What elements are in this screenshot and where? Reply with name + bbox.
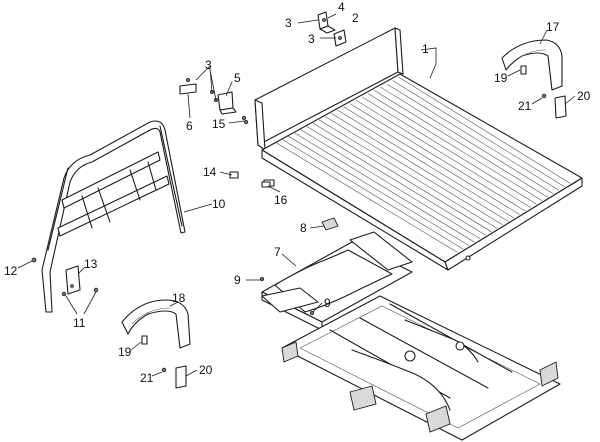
bed-rib (368, 93, 543, 201)
callout-21: 21 (518, 99, 532, 113)
callout-20: 20 (577, 89, 591, 103)
bed-rib (355, 99, 532, 208)
callout-1: 1 (422, 42, 429, 56)
callout-3: 3 (308, 32, 315, 46)
leader-lines (17, 13, 576, 377)
callout-8: 8 (300, 221, 307, 235)
fender-right-hardware (520, 65, 567, 119)
bed-rib (380, 86, 554, 195)
callout-3: 3 (205, 58, 212, 72)
callout-20: 20 (199, 363, 213, 377)
callout-5: 5 (234, 71, 241, 85)
bed-rib (282, 139, 464, 250)
fender-left-hardware (141, 335, 187, 389)
callout-10: 10 (212, 197, 226, 211)
callout-12: 12 (4, 264, 18, 278)
bed-rib (374, 90, 548, 198)
bed-rib (343, 106, 520, 215)
bed-rib (300, 129, 481, 239)
callout-9: 9 (234, 273, 241, 287)
callout-11: 11 (73, 316, 86, 330)
bed-hardware (229, 120, 271, 188)
bed-rib (288, 135, 470, 246)
headache-rack (41, 120, 186, 313)
bed-rib (361, 96, 537, 205)
bed-rib (318, 119, 498, 229)
callout-labels: 1 2 3 3 3 4 5 6 7 8 9 9 10 11 12 13 14 1… (4, 0, 591, 385)
bed-rib (349, 103, 526, 212)
bed-rib (331, 113, 509, 222)
bed-rib (312, 122, 492, 233)
bed-rib (325, 116, 503, 226)
callout-16: 16 (274, 193, 288, 207)
fender-right (501, 39, 563, 91)
callout-18: 18 (172, 291, 186, 305)
callout-21: 21 (140, 371, 154, 385)
callout-6: 6 (186, 119, 193, 133)
bed-rib (392, 80, 565, 188)
callout-17: 17 (546, 20, 560, 34)
callout-3: 3 (285, 16, 292, 30)
bed-rib (275, 142, 458, 253)
callout-9: 9 (324, 296, 331, 310)
bed-rib (398, 77, 571, 184)
callout-14: 14 (203, 165, 217, 179)
chassis-frame (281, 295, 561, 441)
cargo-bed (254, 27, 583, 271)
callout-15: 15 (212, 117, 226, 131)
plate-part-8 (321, 217, 339, 231)
bed-pivot-assembly (259, 231, 413, 331)
top-bracket-group (317, 11, 347, 47)
callout-13: 13 (84, 257, 98, 271)
callout-19: 19 (118, 345, 132, 359)
bed-rib (306, 126, 486, 236)
bed-rib (386, 83, 560, 191)
rack-mount-group (31, 257, 99, 297)
left-bracket-group (179, 78, 246, 121)
bed-rib (294, 132, 475, 243)
callout-4: 4 (338, 0, 345, 14)
callout-7: 7 (274, 245, 281, 259)
fender-left (121, 299, 191, 349)
callout-19: 19 (494, 71, 508, 85)
callout-2: 2 (352, 11, 359, 25)
bed-rib (337, 109, 515, 219)
